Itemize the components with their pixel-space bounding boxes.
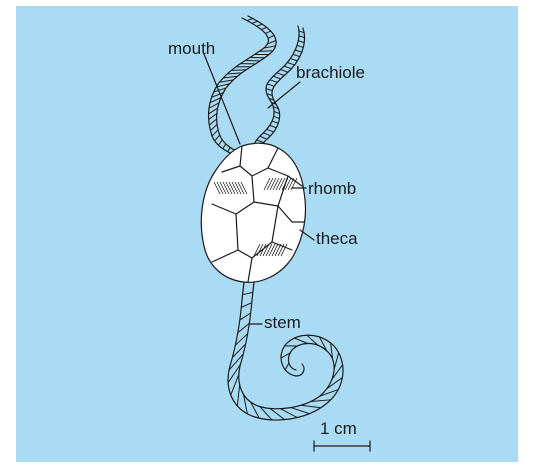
- segment-line: [295, 50, 302, 52]
- segment-line: [215, 135, 220, 141]
- segment-line: [210, 124, 217, 130]
- segment-line: [265, 31, 270, 33]
- segment-line: [212, 130, 218, 136]
- segment-line: [334, 353, 339, 370]
- diagram-frame: mouth brachiole rhomb theca stem 1 cm: [16, 6, 518, 462]
- segment-line: [287, 62, 294, 64]
- segment-line: [280, 409, 297, 418]
- label-brachiole: brachiole: [296, 63, 365, 82]
- segment-line: [299, 36, 305, 38]
- segment-line: [223, 144, 226, 149]
- segment-line: [301, 405, 321, 408]
- segment-line: [218, 140, 222, 145]
- scale-bar-label: 1 cm: [320, 419, 357, 438]
- segment-line: [260, 136, 267, 139]
- segment-line: [257, 140, 264, 143]
- segment-line: [241, 303, 251, 308]
- segment-line: [277, 73, 284, 76]
- segment-line: [293, 54, 300, 56]
- segment-line: [228, 147, 231, 151]
- segment-line: [263, 133, 270, 136]
- segment-line: [270, 80, 277, 82]
- segment-line: [270, 125, 277, 127]
- segment-line: [284, 66, 291, 69]
- segment-line: [268, 35, 274, 38]
- segment-line: [281, 70, 288, 73]
- segment-line: [240, 313, 251, 320]
- segment-line: [274, 116, 280, 118]
- segment-line: [247, 19, 253, 21]
- segment-line: [257, 24, 263, 26]
- segment-line: [291, 408, 310, 414]
- stem: [228, 282, 343, 420]
- segment-line: [209, 113, 217, 119]
- segment-line: [267, 84, 274, 86]
- segment-line: [295, 338, 308, 343]
- theca: [201, 143, 305, 282]
- segment-line: [298, 41, 304, 43]
- cystoid-illustration: mouth brachiole rhomb theca stem 1 cm: [16, 6, 518, 462]
- label-theca: theca: [316, 229, 358, 248]
- segment-line: [259, 51, 273, 52]
- segment-line: [237, 385, 239, 406]
- segment-line: [243, 292, 253, 294]
- right-brachiole: [253, 26, 304, 156]
- label-stem: stem: [264, 313, 301, 332]
- segment-line: [273, 76, 280, 79]
- scale-bar: 1 cm: [314, 419, 370, 451]
- segment-line: [266, 89, 272, 91]
- segment-line: [261, 27, 266, 29]
- label-rhomb: rhomb: [308, 179, 356, 198]
- segment-line: [252, 21, 258, 23]
- segment-line: [272, 121, 278, 123]
- segment-line: [267, 129, 274, 132]
- label-mouth: mouth: [168, 39, 215, 58]
- segment-line: [209, 119, 216, 125]
- segment-line: [290, 59, 297, 61]
- segment-line: [285, 363, 289, 370]
- segment-line: [231, 70, 246, 71]
- segment-line: [297, 45, 303, 47]
